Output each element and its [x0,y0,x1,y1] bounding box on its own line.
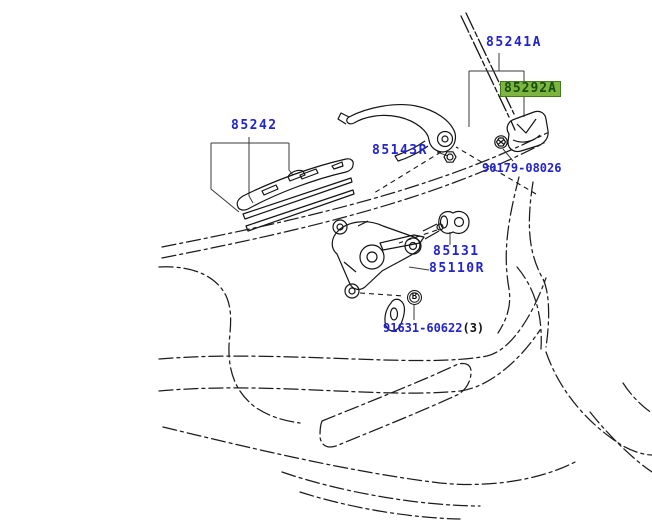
part-label-90179-08026[interactable]: 90179-08026 [482,161,562,175]
pivot-cap-lineart [506,110,549,153]
grommet-lineart [438,210,470,234]
part-label-85242[interactable]: 85242 [231,118,278,133]
part-label-85241A[interactable]: 85241A [486,35,542,50]
part-label-91631-60622[interactable]: 91631-60622(3) [383,321,484,335]
wiper-arm-diagonal-lineart [460,12,516,131]
part-label-85131[interactable]: 85131 [433,244,480,259]
part-label-85143R[interactable]: 85143R [372,143,428,158]
part-label-85292A-highlighted[interactable]: 85292A [500,81,561,97]
wiper-motor-lineart [331,219,444,299]
part-label-91631-quantity: (3) [462,321,485,335]
assembly-axis-dashes [359,146,537,297]
wiper-blade-lineart [236,158,355,232]
nut-85143r-lineart [443,151,457,163]
wiper-arm-lineart [337,104,457,162]
bolt-callout-b: B [407,290,422,305]
part-label-91631-number: 91631-60622 [383,321,463,335]
label-leader-lines [210,53,525,320]
part-label-85110R[interactable]: 85110R [429,261,485,276]
car-body-lineart [158,132,652,520]
mount-bracket-lineart [384,298,405,332]
nut-90179-lineart [494,135,508,149]
